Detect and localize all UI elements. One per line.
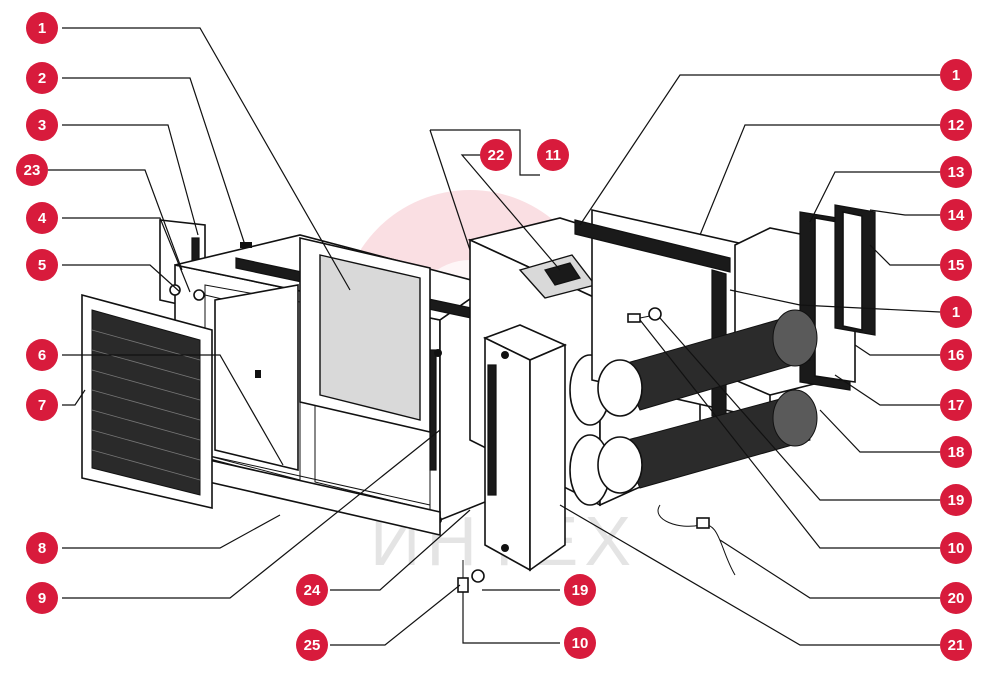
callout-2: 2 [26,62,58,94]
svg-text:19: 19 [948,492,965,509]
cable-tie [657,504,736,576]
leader-lines [48,27,941,646]
callout-23: 23 [16,154,48,186]
callout-19-bottom: 19 [564,574,596,606]
callout-12: 12 [940,109,972,141]
callout-5: 5 [26,249,58,281]
svg-text:3: 3 [38,117,46,134]
svg-text:1: 1 [952,67,960,84]
callout-9: 9 [26,582,58,614]
svg-text:6: 6 [38,347,46,364]
callout-18: 18 [940,436,972,468]
callout-21: 21 [940,629,972,661]
callout-17: 17 [940,389,972,421]
svg-text:24: 24 [304,582,321,599]
callouts: 1 2 3 23 4 5 6 7 [16,12,972,661]
callout-14: 14 [940,199,972,231]
svg-text:19: 19 [572,582,589,599]
svg-text:15: 15 [948,257,965,274]
callout-13: 13 [940,156,972,188]
callout-10-bottom: 10 [564,627,596,659]
svg-text:20: 20 [948,590,965,607]
callout-6: 6 [26,339,58,371]
svg-text:16: 16 [948,347,965,364]
flexible-duct-upper [597,309,818,417]
callout-1-top-left: 1 [26,12,58,44]
inner-panel [299,236,431,434]
callout-19-right: 19 [940,484,972,516]
svg-text:1: 1 [952,304,960,321]
front-grille [81,293,213,510]
callout-4: 4 [26,202,58,234]
callout-22: 22 [480,139,512,171]
svg-text:9: 9 [38,590,46,607]
bolt-and-washer-bottom [457,560,485,593]
front-cover-bracket [482,324,567,572]
callout-20: 20 [940,582,972,614]
svg-text:22: 22 [488,147,505,164]
svg-text:25: 25 [304,637,321,654]
svg-text:1: 1 [38,20,46,37]
callout-10-right: 10 [940,532,972,564]
svg-text:5: 5 [38,257,46,274]
svg-text:10: 10 [572,635,589,652]
svg-text:12: 12 [948,117,965,134]
callout-24: 24 [296,574,328,606]
callout-11: 11 [537,139,569,171]
flexible-duct-lower [597,389,818,494]
svg-text:4: 4 [38,210,47,227]
svg-text:13: 13 [948,164,965,181]
svg-text:8: 8 [38,540,46,557]
callout-1-right: 1 [940,296,972,328]
callout-15: 15 [940,249,972,281]
callout-7: 7 [26,389,58,421]
svg-text:10: 10 [948,540,965,557]
svg-text:17: 17 [948,397,965,414]
svg-text:2: 2 [38,70,46,87]
svg-text:18: 18 [948,444,965,461]
svg-text:21: 21 [948,637,965,654]
svg-text:11: 11 [545,147,561,164]
screws-left [169,242,252,301]
svg-text:7: 7 [38,397,46,414]
svg-text:23: 23 [24,162,41,179]
svg-text:14: 14 [948,207,965,224]
callout-16: 16 [940,339,972,371]
callout-25: 25 [296,629,328,661]
callout-3: 3 [26,109,58,141]
callout-8: 8 [26,532,58,564]
bolt-and-washer-right [627,307,662,323]
callout-1-top-right: 1 [940,59,972,91]
